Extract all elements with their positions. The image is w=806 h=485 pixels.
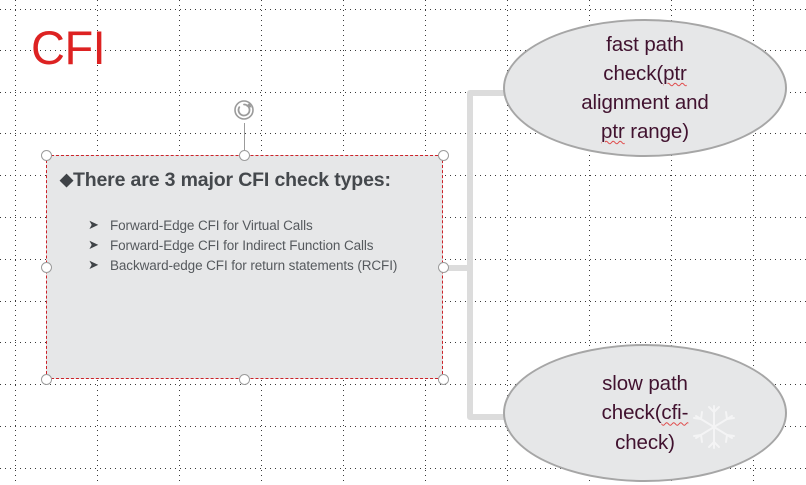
- handle-bottom-center[interactable]: [238, 373, 250, 385]
- slow-path-line-1: slow path: [602, 372, 688, 396]
- handle-top-left[interactable]: [40, 149, 52, 161]
- shape-slow-path-text: slow path check(cfi- check): [533, 369, 757, 456]
- list-item-label: Backward-edge CFI for return statements …: [110, 258, 398, 274]
- fast-path-line-2b: ptr: [663, 61, 687, 85]
- grid-line-h: [0, 9, 806, 10]
- rotate-handle-stem: [244, 123, 245, 155]
- handle-middle-right[interactable]: [437, 261, 449, 273]
- fast-path-line-2a: check(: [603, 61, 664, 85]
- snowflake-icon: [687, 400, 741, 454]
- content-text-box[interactable]: ◆There are 3 major CFI check types: ➤ Fo…: [46, 155, 443, 379]
- grid-line-v: [15, 0, 16, 485]
- list-item: ➤ Backward-edge CFI for return statement…: [88, 256, 428, 275]
- handle-bottom-left[interactable]: [40, 373, 52, 385]
- page-title[interactable]: CFI: [31, 21, 106, 74]
- connector-to-fast-path: [441, 90, 509, 271]
- diamond-bullet-icon: ◆: [60, 170, 73, 189]
- list-item-label: Forward-Edge CFI for Indirect Function C…: [110, 237, 374, 253]
- list-item-label: Forward-Edge CFI for Virtual Calls: [110, 217, 313, 233]
- arrow-bullet-icon: ➤: [88, 236, 99, 252]
- fast-path-line-1: fast path: [606, 32, 684, 56]
- slow-path-line-3: check): [615, 430, 675, 454]
- rotate-icon[interactable]: [231, 97, 257, 123]
- arrow-bullet-icon: ➤: [88, 257, 99, 273]
- box-heading: ◆There are 3 major CFI check types:: [60, 168, 428, 194]
- list-item: ➤ Forward-Edge CFI for Indirect Function…: [88, 236, 428, 255]
- fast-path-line-4a: ptr: [601, 120, 625, 144]
- sub-bullet-list: ➤ Forward-Edge CFI for Virtual Calls ➤ F…: [60, 216, 428, 275]
- shape-slow-path-ellipse[interactable]: slow path check(cfi- check): [503, 344, 787, 482]
- handle-top-right[interactable]: [437, 149, 449, 161]
- box-heading-text: There are 3 major CFI check types:: [72, 169, 391, 191]
- slow-path-line-2b: cfi-: [661, 401, 689, 425]
- fast-path-line-3: alignment and: [581, 91, 709, 114]
- list-item: ➤ Forward-Edge CFI for Virtual Calls: [88, 216, 428, 235]
- handle-top-center[interactable]: [238, 149, 250, 161]
- slow-path-line-2a: check(: [601, 401, 662, 425]
- fast-path-line-4b: range): [624, 120, 689, 144]
- handle-middle-left[interactable]: [40, 261, 52, 273]
- shape-fast-path-text: fast path check(ptr alignment and ptr ra…: [533, 30, 757, 146]
- arrow-bullet-icon: ➤: [88, 216, 99, 232]
- connector-to-slow-path: [441, 265, 509, 420]
- handle-bottom-right[interactable]: [437, 373, 449, 385]
- content-box-body: ◆There are 3 major CFI check types: ➤ Fo…: [47, 156, 442, 378]
- shape-fast-path-ellipse[interactable]: fast path check(ptr alignment and ptr ra…: [503, 19, 787, 157]
